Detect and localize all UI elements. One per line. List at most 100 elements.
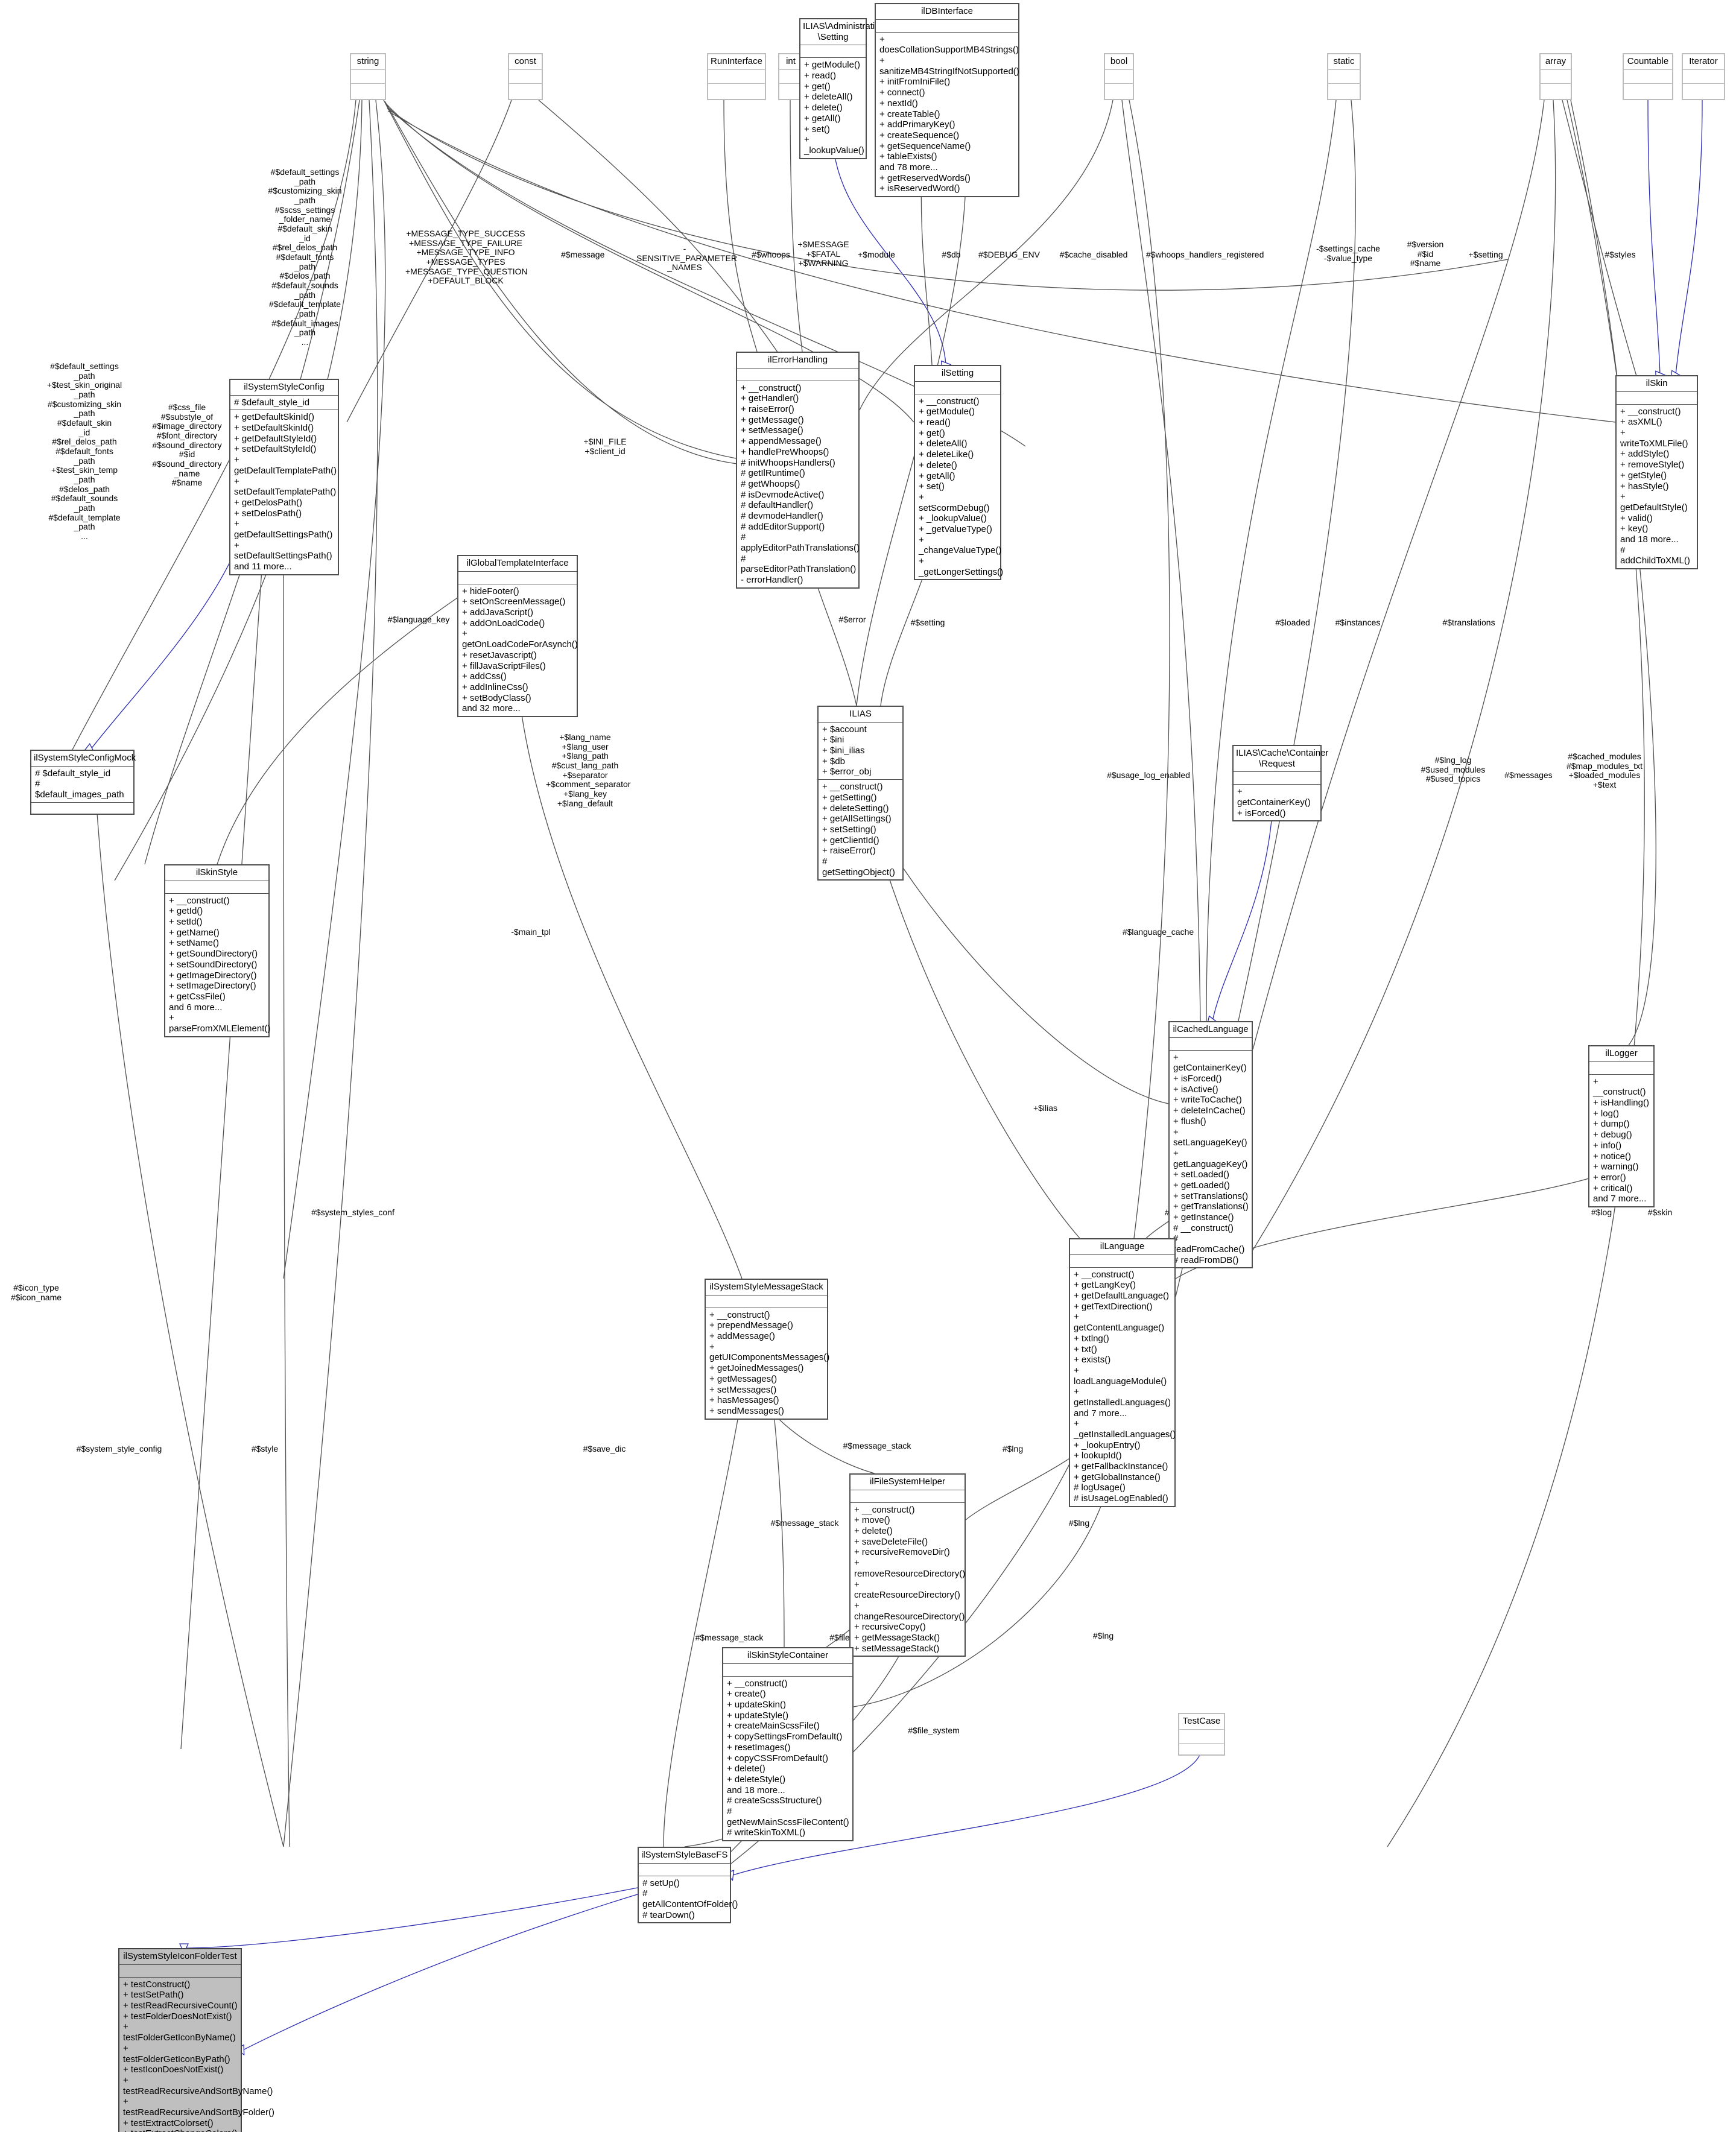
- class-operation-row: + getAll(): [804, 113, 841, 124]
- class-operation-row: + getStyle(): [1620, 470, 1667, 481]
- class-operation-row: + flush(): [1173, 1116, 1206, 1127]
- class-operation-row: - errorHandler(): [741, 575, 803, 586]
- class-node-ilSystemStyleMessageStack[interactable]: ilSystemStyleMessageStack+ __construct()…: [705, 1279, 829, 1420]
- class-operations: + __construct()+ isHandling()+ log()+ du…: [1589, 1075, 1653, 1206]
- class-operation-row: + getMessages(): [709, 1373, 778, 1384]
- class-attributes: [119, 1965, 241, 1978]
- class-operation-row: + getCssFile(): [169, 991, 226, 1002]
- class-node-ilGlobalTemplateInterface[interactable]: ilGlobalTemplateInterface+ hideFooter()+…: [457, 555, 578, 717]
- class-node-ilSkinStyleContainer[interactable]: ilSkinStyleContainer+ __construct()+ cre…: [722, 1647, 854, 1841]
- class-operation-row: + getReservedWords(): [879, 172, 971, 183]
- class-node-ilSystemStyleIconFolderTest[interactable]: ilSystemStyleIconFolderTest+ testConstru…: [118, 1948, 274, 2132]
- class-operation-row: # readFromCache(): [1173, 1233, 1245, 1255]
- class-operation-row: + deleteInCache(): [1173, 1106, 1246, 1116]
- class-node-static[interactable]: static: [1327, 53, 1361, 100]
- class-operation-row: + getLanguageKey(): [1173, 1148, 1248, 1169]
- class-node-ilSkin[interactable]: ilSkin+ __construct()+ asXML()+ writeToX…: [1615, 375, 1698, 569]
- class-operations: + __construct()+ create()+ updateSkin()+…: [723, 1677, 852, 1840]
- class-node-ilErrorHandling[interactable]: ilErrorHandling+ __construct()+ getHandl…: [736, 352, 860, 589]
- class-operation-row: + getAll(): [919, 470, 955, 481]
- class-operation-row: and 11 more...: [234, 561, 292, 572]
- class-node-Countable[interactable]: Countable: [1623, 53, 1673, 100]
- class-node-ilCachedLanguage[interactable]: ilCachedLanguage+ getContainerKey()+ isF…: [1168, 1021, 1253, 1269]
- edge-label-el-lang-name: +$lang_name +$lang_user +$lang_path #$cu…: [546, 732, 631, 808]
- edge-label-el-system-style-config: #$system_style_config: [76, 1444, 162, 1453]
- class-node-string[interactable]: string: [350, 53, 386, 100]
- class-node-Iterator[interactable]: Iterator: [1682, 53, 1725, 100]
- class-node-ilFileSystemHelper[interactable]: ilFileSystemHelper+ __construct()+ move(…: [849, 1473, 966, 1657]
- class-node-ilSetting[interactable]: ilSetting+ __construct()+ getModule()+ r…: [914, 365, 1004, 581]
- class-attributes: [458, 572, 577, 584]
- edge-label-el-css-file: #$css_file #$substyle_of #$image_directo…: [152, 402, 222, 488]
- class-operation-row: + addStyle(): [1620, 449, 1670, 460]
- class-operation-row: + tableExists(): [879, 151, 937, 162]
- class-operation-row: + setMessages(): [709, 1384, 777, 1395]
- class-operation-row: + appendMessage(): [741, 436, 822, 447]
- class-operation-row: + setSetting(): [822, 824, 876, 835]
- class-operation-row: # addEditorSupport(): [741, 521, 825, 532]
- edge-label-el-translations: #$translations: [1442, 618, 1495, 627]
- class-operation-row: + info(): [1593, 1140, 1622, 1151]
- edge-label-el-message-fatal: +$MESSAGE +$FATAL +$WARNING: [797, 239, 849, 268]
- class-node-ilSystemStyleConfigMock[interactable]: ilSystemStyleConfigMock# $default_style_…: [30, 750, 136, 815]
- class-node-ilSkinStyle[interactable]: ilSkinStyle+ __construct()+ getId()+ set…: [164, 864, 270, 1037]
- class-attribute-row: # $default_style_id: [234, 397, 310, 408]
- class-operation-row: + getTextDirection(): [1074, 1301, 1153, 1312]
- class-operation-row: + isActive(): [1173, 1084, 1218, 1095]
- class-node-TestCase[interactable]: TestCase: [1178, 1713, 1225, 1756]
- class-operation-row: + __construct(): [727, 1678, 788, 1689]
- class-attributes: [1589, 1062, 1653, 1075]
- class-operation-row: + error(): [1593, 1172, 1626, 1183]
- edge-label-el-instances: #$instances: [1335, 618, 1381, 627]
- class-operation-row: + setDefaultTemplatePath(): [234, 476, 337, 498]
- class-operation-row: + _getInstalledLanguages(): [1074, 1419, 1176, 1440]
- class-node-ILIAS_Cache_Container_Request[interactable]: ILIAS\Cache\Container \Request+ getConta…: [1232, 745, 1328, 822]
- class-operation-row: + getContentLanguage(): [1074, 1312, 1165, 1333]
- class-operation-row: + dump(): [1593, 1119, 1630, 1130]
- class-operations: [1328, 84, 1360, 95]
- class-node-ILIAS[interactable]: ILIAS+ $account+ $ini+ $ini_ilias+ $db+ …: [817, 706, 904, 881]
- class-operation-row: + read(): [804, 71, 836, 81]
- edge-label-el-usage-log: #$usage_log_enabled: [1107, 770, 1190, 780]
- class-operation-row: + setLoaded(): [1173, 1169, 1229, 1180]
- class-operation-row: + recursiveRemoveDir(): [854, 1547, 950, 1558]
- edge-label-el-log: #$log: [1591, 1207, 1612, 1217]
- class-operation-row: + testSetPath(): [123, 1990, 184, 2001]
- class-operation-row: + _lookupValue(): [919, 513, 987, 524]
- class-node-array[interactable]: array: [1539, 53, 1572, 100]
- class-operations: # setUp()# getAllContentOfFolder()# tear…: [639, 1876, 738, 1923]
- class-operation-row: + getContainerKey(): [1173, 1052, 1247, 1074]
- class-operation-row: + __construct(): [1074, 1269, 1135, 1280]
- class-title: array: [1541, 54, 1571, 70]
- class-operation-row: + getDefaultSkinId(): [234, 412, 314, 423]
- class-operation-row: + testIconDoesNotExist(): [123, 2064, 224, 2075]
- class-attribute-row: + $ini: [822, 735, 844, 745]
- class-node-ilSystemStyleConfig[interactable]: ilSystemStyleConfig# $default_style_id+ …: [229, 379, 339, 575]
- class-operation-row: + setLanguageKey(): [1173, 1127, 1247, 1148]
- class-node-ilLogger[interactable]: ilLogger+ __construct()+ isHandling()+ l…: [1588, 1045, 1655, 1207]
- class-node-ilSystemStyleBaseFS[interactable]: ilSystemStyleBaseFS# setUp()# getAllCont…: [638, 1847, 738, 1924]
- class-operation-row: + getModule(): [919, 406, 975, 417]
- class-operation-row: # readFromDB(): [1173, 1254, 1239, 1265]
- class-node-ILIAS_Administration_Setting[interactable]: ILIAS\Administration \Setting+ getModule…: [799, 18, 885, 159]
- class-attributes: [1683, 70, 1724, 84]
- edge-label-el-cache-disabled: #$cache_disabled: [1059, 250, 1128, 259]
- class-operation-row: + delete(): [727, 1763, 765, 1774]
- class-node-ilDBInterface[interactable]: ilDBInterface+ doesCollationSupportMB4St…: [875, 3, 1019, 197]
- class-operation-row: + getInstance(): [1173, 1212, 1234, 1223]
- class-attributes: # $default_style_id# $default_images_pat…: [31, 767, 133, 803]
- class-operation-row: + sendMessages(): [709, 1405, 784, 1416]
- class-node-bool[interactable]: bool: [1104, 53, 1134, 100]
- class-operation-row: + _getLongerSettings(): [919, 556, 1004, 577]
- class-node-ilLanguage[interactable]: ilLanguage+ __construct()+ getLangKey()+…: [1069, 1238, 1176, 1507]
- edge-label-el-setting2: #$setting: [910, 618, 945, 627]
- edge-label-el-messages: #$messages: [1504, 770, 1553, 780]
- class-operations: + __construct()+ asXML()+ writeToXMLFile…: [1617, 405, 1697, 568]
- class-node-const[interactable]: const: [508, 53, 543, 100]
- class-operation-row: + testExtractChangeColors(): [123, 2128, 238, 2132]
- class-operations: + __construct()+ move()+ delete()+ saveD…: [851, 1503, 965, 1656]
- class-node-RunInterface[interactable]: RunInterface: [707, 53, 766, 100]
- edge-label-el-default-settings-left: #$default_settings _path +$test_skin_ori…: [46, 361, 122, 542]
